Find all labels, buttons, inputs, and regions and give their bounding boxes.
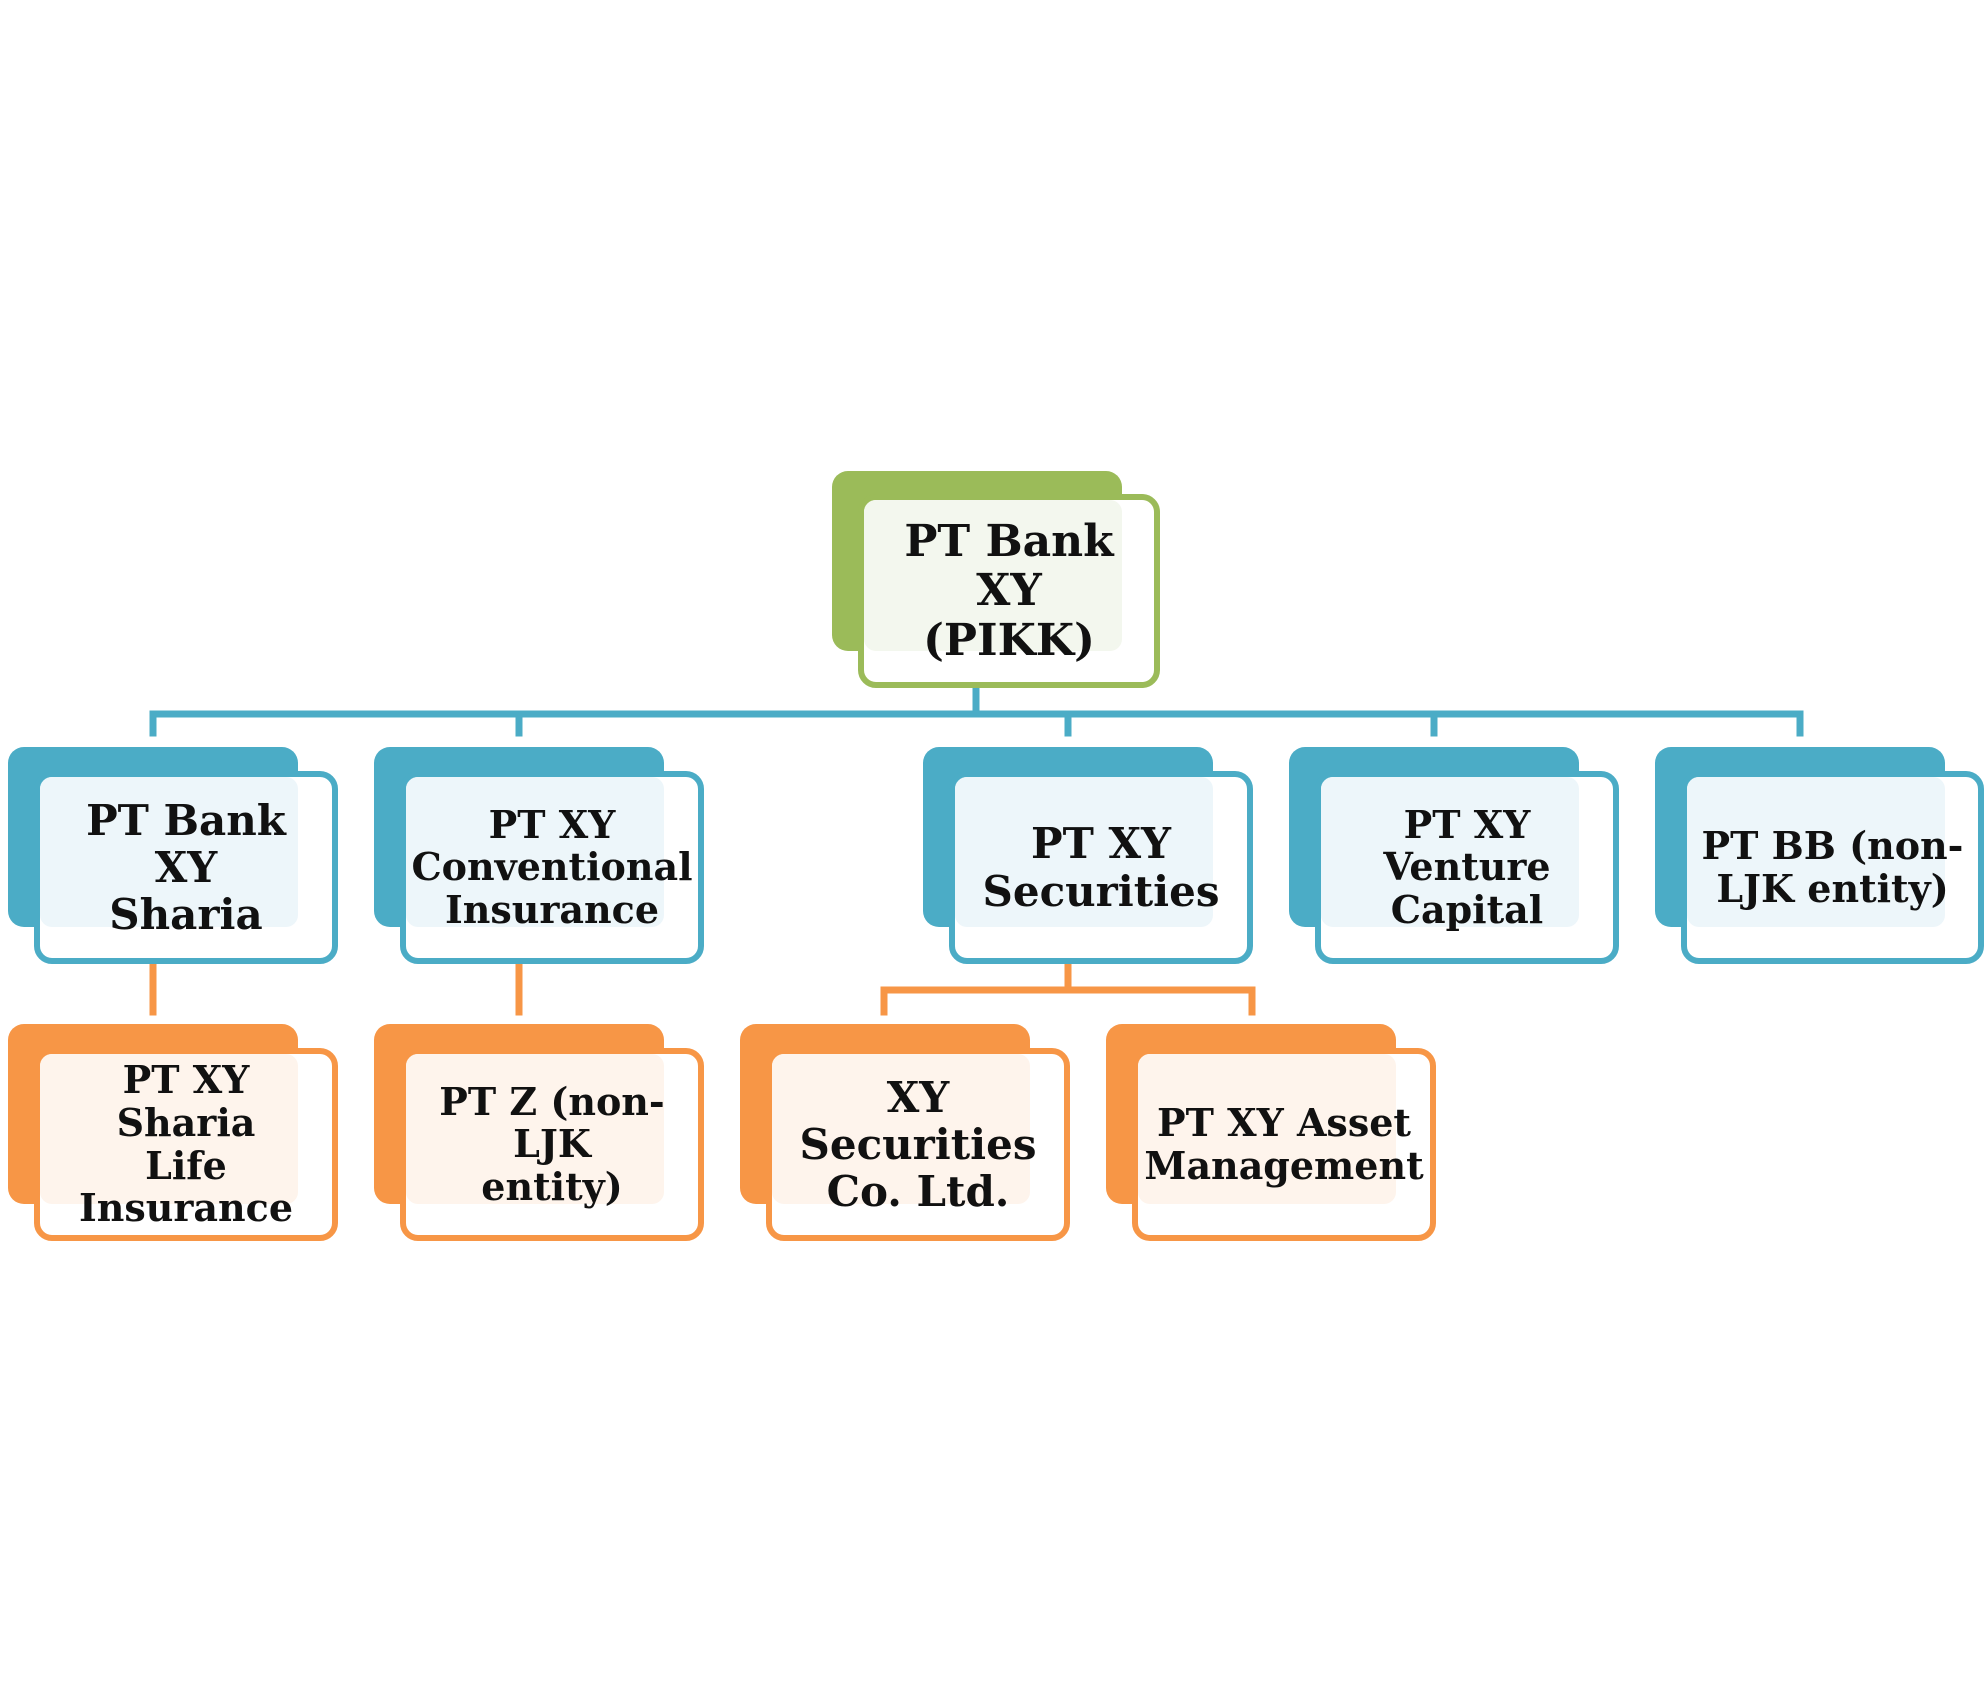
child-label: XY Securities Co. Ltd. (799, 1072, 1037, 1217)
root-node-label: PT Bank XY (PIKK) (904, 516, 1114, 666)
subsidiary-label: PT Bank XY Sharia (86, 795, 286, 940)
subsidiary-label: PT BB (non- LJK entity) (1701, 822, 1964, 911)
child-label: PT Z (non-LJK entity) (439, 1078, 665, 1209)
subsidiary-label: PT XY Conventional Insurance (411, 801, 693, 932)
subsidiary-label: PT XY Venture Capital (1383, 801, 1551, 932)
subsidiary-label: PT XY Securities (982, 819, 1220, 916)
child-label: PT XY Asset Management (1144, 1099, 1424, 1188)
child-label: PT XY Sharia Life Insurance (78, 1057, 293, 1231)
